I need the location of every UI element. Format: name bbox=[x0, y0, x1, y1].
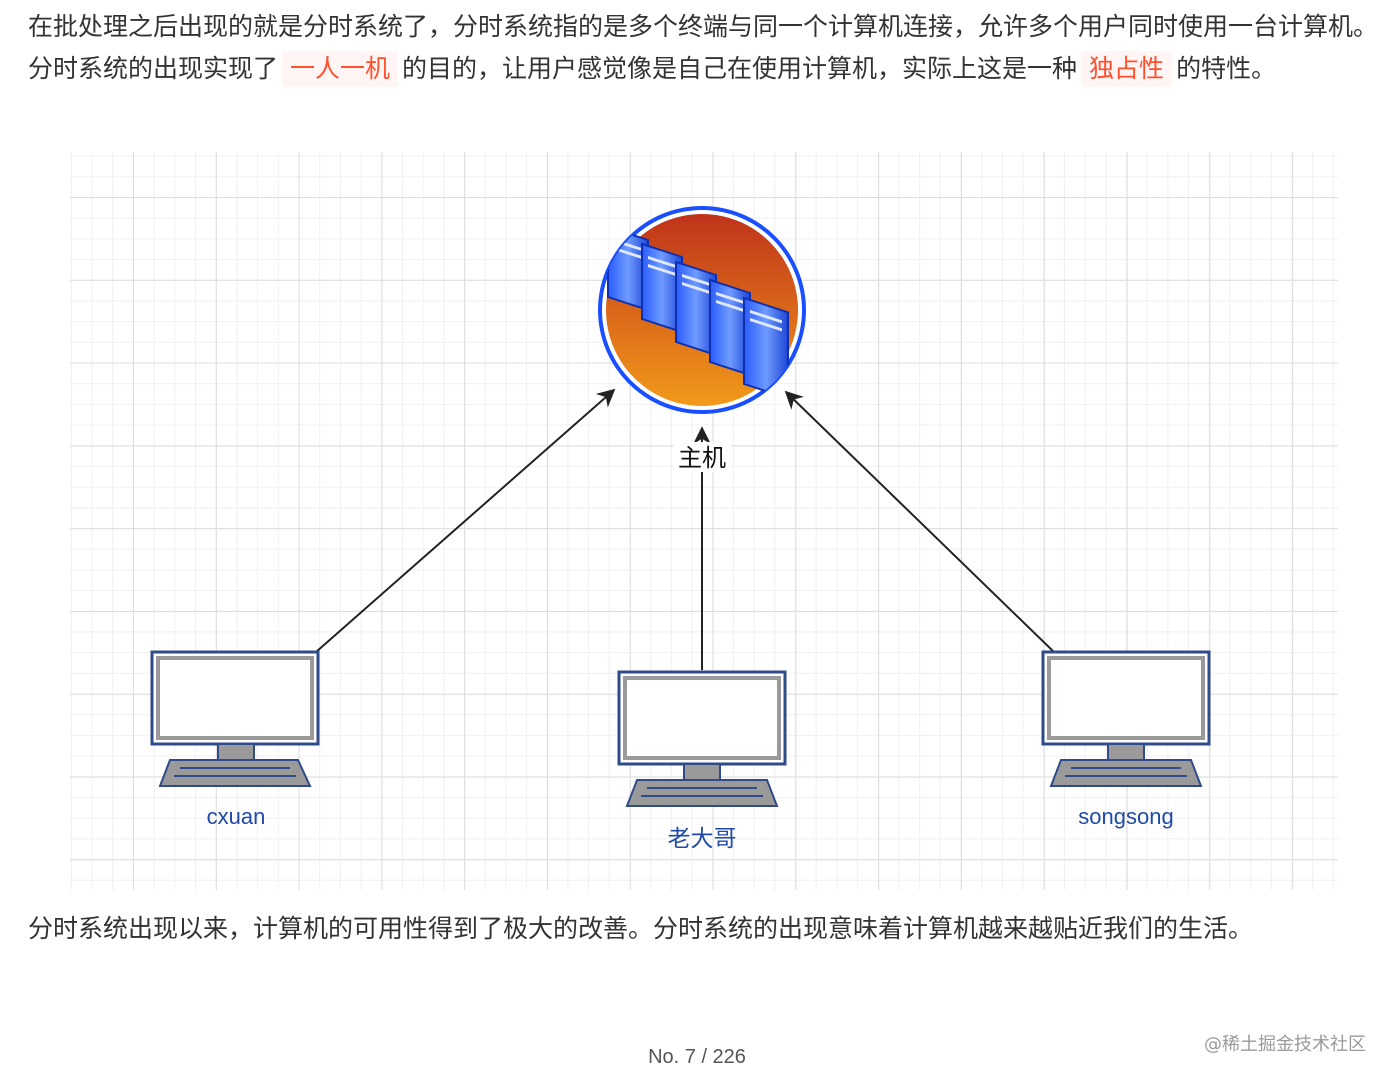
intro-text-part2: 的目的，让用户感觉像是自己在使用计算机，实际上这是一种 bbox=[402, 54, 1078, 83]
intro-text-part3: 的特性。 bbox=[1176, 54, 1277, 83]
watermark: @稀土掘金技术社区 bbox=[1204, 1034, 1366, 1055]
arrow-songsong-to-host bbox=[784, 390, 1055, 653]
arrow-cxuan-to-host bbox=[315, 388, 616, 653]
terminal-cxuan-label: cxuan bbox=[207, 804, 266, 829]
terminal-songsong-icon bbox=[1041, 650, 1211, 787]
time-sharing-diagram: 主机 cxuan 老大哥 s bbox=[70, 152, 1338, 890]
server-rack-5 bbox=[743, 296, 789, 400]
intro-paragraph: 在批处理之后出现的就是分时系统了，分时系统指的是多个终端与同一个计算机连接，允许… bbox=[28, 6, 1378, 90]
host-server-icon bbox=[598, 206, 806, 414]
terminal-cxuan-icon bbox=[150, 650, 320, 787]
terminal-songsong-label: songsong bbox=[1078, 804, 1173, 829]
highlight-one-person-one-machine: 一人一机 bbox=[282, 51, 399, 87]
host-label: 主机 bbox=[678, 444, 726, 472]
server-rack-4 bbox=[709, 278, 751, 377]
intro-text-part1: 在批处理之后出现的就是分时系统了，分时系统指的是多个终端与同一个计算机连接，允许… bbox=[28, 12, 1379, 83]
diagram-canvas: 主机 cxuan 老大哥 s bbox=[150, 206, 1211, 852]
page-number: No. 7 / 226 bbox=[648, 1046, 746, 1068]
server-rack-2 bbox=[641, 242, 683, 334]
terminal-laodage-icon bbox=[617, 670, 787, 807]
terminal-laodage-label: 老大哥 bbox=[668, 826, 737, 852]
conclusion-paragraph: 分时系统出现以来，计算机的可用性得到了极大的改善。分时系统的出现意味着计算机越来… bbox=[28, 914, 1254, 943]
host-label-bg bbox=[674, 442, 730, 472]
highlight-exclusivity: 独占性 bbox=[1081, 51, 1173, 87]
